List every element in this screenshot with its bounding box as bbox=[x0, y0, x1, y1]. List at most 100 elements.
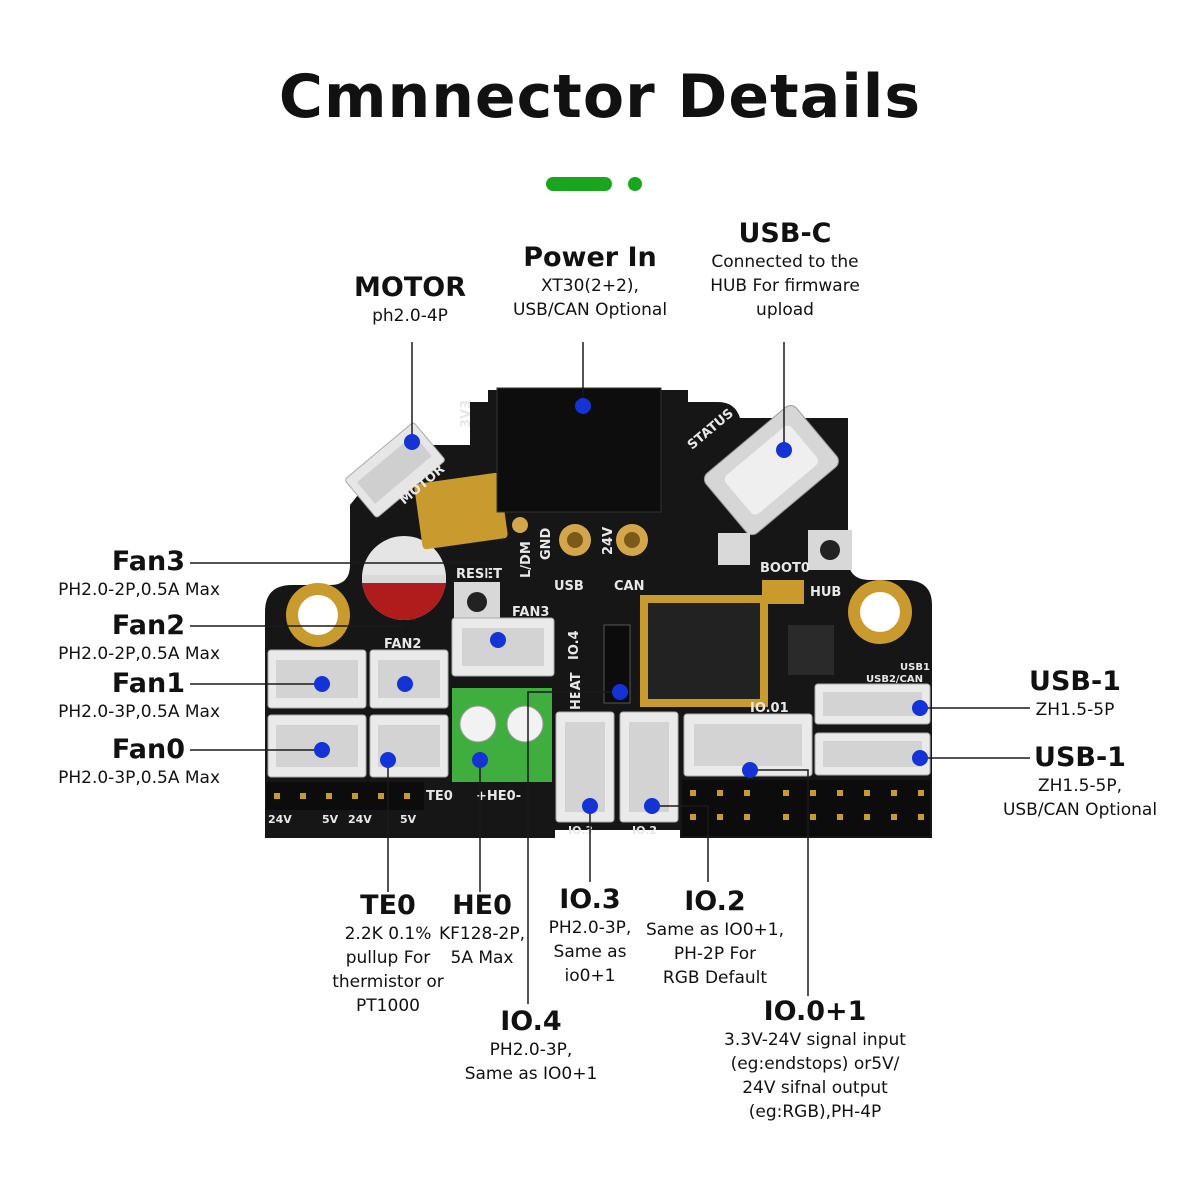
silk-can: CAN bbox=[614, 579, 644, 594]
pin-header-left bbox=[266, 782, 424, 810]
callout-io4-name: IO.4 bbox=[500, 1006, 562, 1037]
header-pin bbox=[326, 793, 332, 799]
io2-connector bbox=[619, 711, 679, 823]
callout-te0-desc-4: PT1000 bbox=[356, 996, 420, 1016]
header-pin bbox=[918, 814, 924, 820]
callout-usb1-top: USB-1 ZH1.5-5P bbox=[1010, 666, 1140, 722]
silk-3v3: 3V3 bbox=[459, 400, 474, 428]
page-title: Cmnnector Details bbox=[278, 62, 922, 132]
callout-te0-name: TE0 bbox=[360, 890, 416, 921]
header-pin bbox=[783, 814, 789, 820]
silk-pin-5v-a: 5V bbox=[322, 813, 339, 826]
header-pin bbox=[810, 814, 816, 820]
header-pin bbox=[744, 790, 750, 796]
accent-bar-dot bbox=[628, 177, 642, 191]
marker-io2 bbox=[644, 798, 660, 814]
callout-io3-name: IO.3 bbox=[559, 884, 621, 915]
header-pin bbox=[404, 793, 410, 799]
callout-he0: HE0 KF128-2P, 5A Max bbox=[430, 890, 534, 970]
silk-fan3: FAN3 bbox=[512, 605, 549, 620]
header-pin bbox=[864, 814, 870, 820]
callout-he0-name: HE0 bbox=[452, 890, 512, 921]
callout-usb1-bottom: USB-1 ZH1.5-5P, USB/CAN Optional bbox=[990, 742, 1170, 822]
hub-chip bbox=[788, 625, 834, 675]
marker-fan1 bbox=[314, 676, 330, 692]
marker-io4 bbox=[612, 684, 628, 700]
marker-io3 bbox=[582, 798, 598, 814]
callout-io2-name: IO.2 bbox=[684, 886, 746, 917]
callout-te0-desc-1: 2.2K 0.1% bbox=[344, 924, 432, 944]
accent-bar-long bbox=[546, 177, 612, 191]
silk-io2: IO.2 bbox=[632, 824, 657, 837]
leader-io2 bbox=[652, 805, 709, 882]
silk-te0: TE0 bbox=[426, 789, 453, 804]
header-pin bbox=[864, 790, 870, 796]
header-pin bbox=[891, 814, 897, 820]
callout-usbc: USB-C Connected to the HUB For firmware … bbox=[690, 218, 880, 322]
callout-usb1-bottom-desc-2: USB/CAN Optional bbox=[1002, 800, 1158, 820]
silk-pin-5v-b: 5V bbox=[400, 813, 417, 826]
callout-usb1-bottom-name: USB-1 bbox=[1034, 742, 1126, 773]
marker-fan3 bbox=[490, 632, 506, 648]
callout-fan3: Fan3 PH2.0-2P,0.5A Max bbox=[30, 546, 220, 602]
marker-io01 bbox=[742, 762, 758, 778]
silk-gnd: GND bbox=[539, 527, 554, 560]
marker-power bbox=[575, 398, 591, 414]
callout-te0-desc-3: thermistor or bbox=[332, 972, 444, 992]
marker-te0 bbox=[380, 752, 396, 768]
callout-usbc-desc-3: upload bbox=[756, 300, 814, 320]
leader-fan3 bbox=[190, 562, 489, 580]
header-pin bbox=[274, 793, 280, 799]
silk-usb1: USB1 bbox=[900, 662, 930, 673]
pin-header-right bbox=[682, 780, 930, 836]
callout-fan1-name: Fan1 bbox=[111, 668, 185, 699]
callout-fan0-desc: PH2.0-3P,0.5A Max bbox=[58, 768, 220, 788]
callout-he0-desc-1: KF128-2P, bbox=[439, 924, 525, 944]
callout-io01-desc-4: (eg:RGB),PH-4P bbox=[748, 1102, 882, 1122]
callout-io4-desc-1: PH2.0-3P, bbox=[489, 1040, 573, 1060]
leader-lines bbox=[190, 342, 1030, 1004]
header-pin bbox=[378, 793, 384, 799]
callout-fan0: Fan0 PH2.0-3P,0.5A Max bbox=[30, 734, 220, 790]
callout-usbc-desc-1: Connected to the bbox=[711, 252, 859, 272]
reset-button bbox=[454, 582, 500, 622]
callout-io4-desc-2: Same as IO0+1 bbox=[464, 1064, 598, 1084]
callout-io3-desc-2: Same as io0+1 bbox=[553, 942, 627, 986]
capacitor bbox=[362, 536, 446, 620]
callout-power: Power In XT30(2+2), USB/CAN Optional bbox=[490, 242, 690, 322]
callout-motor: MOTOR ph2.0-4P bbox=[320, 272, 500, 328]
header-pin bbox=[717, 814, 723, 820]
leader-io4 bbox=[527, 691, 620, 1004]
header-pin bbox=[300, 793, 306, 799]
te0-connector bbox=[369, 714, 449, 778]
callout-fan3-name: Fan3 bbox=[111, 546, 185, 577]
mounting-hole-right bbox=[848, 580, 912, 644]
silk-fan2: FAN2 bbox=[384, 637, 421, 652]
crystal bbox=[762, 580, 804, 604]
marker-usb1-bottom bbox=[912, 750, 928, 766]
marker-usb1-top bbox=[912, 700, 928, 716]
callout-te0-desc-2: pullup For bbox=[345, 948, 431, 968]
silk-he0: +HE0- bbox=[476, 789, 521, 804]
callout-he0-desc-2: 5A Max bbox=[450, 948, 514, 968]
silk-boot0: BOOT0 bbox=[760, 561, 810, 576]
mcu-chip bbox=[640, 595, 768, 707]
callout-io3: IO.3 PH2.0-3P, Same as io0+1 bbox=[526, 884, 654, 988]
header-pin bbox=[717, 790, 723, 796]
callout-io4: IO.4 PH2.0-3P, Same as IO0+1 bbox=[460, 1006, 602, 1086]
inductor bbox=[718, 533, 750, 565]
silk-hub: HUB bbox=[810, 585, 841, 600]
callout-fan2: Fan2 PH2.0-2P,0.5A Max bbox=[30, 610, 220, 666]
silk-heat: HEAT bbox=[569, 672, 584, 710]
silk-usb: USB bbox=[554, 579, 584, 594]
header-pin bbox=[690, 814, 696, 820]
he0-terminal bbox=[452, 688, 552, 782]
silk-pin-24v-b: 24V bbox=[348, 813, 372, 826]
callout-io01: IO.0+1 3.3V-24V signal input (eg:endstop… bbox=[712, 996, 918, 1124]
header-pin bbox=[810, 790, 816, 796]
callout-io01-desc-3: 24V sifnal output bbox=[742, 1078, 888, 1098]
silk-ldm: L/DM bbox=[519, 541, 534, 578]
callout-io2: IO.2 Same as IO0+1, PH-2P For RGB Defaul… bbox=[642, 886, 788, 990]
silk-usb2can: USB2/CAN bbox=[866, 674, 923, 685]
